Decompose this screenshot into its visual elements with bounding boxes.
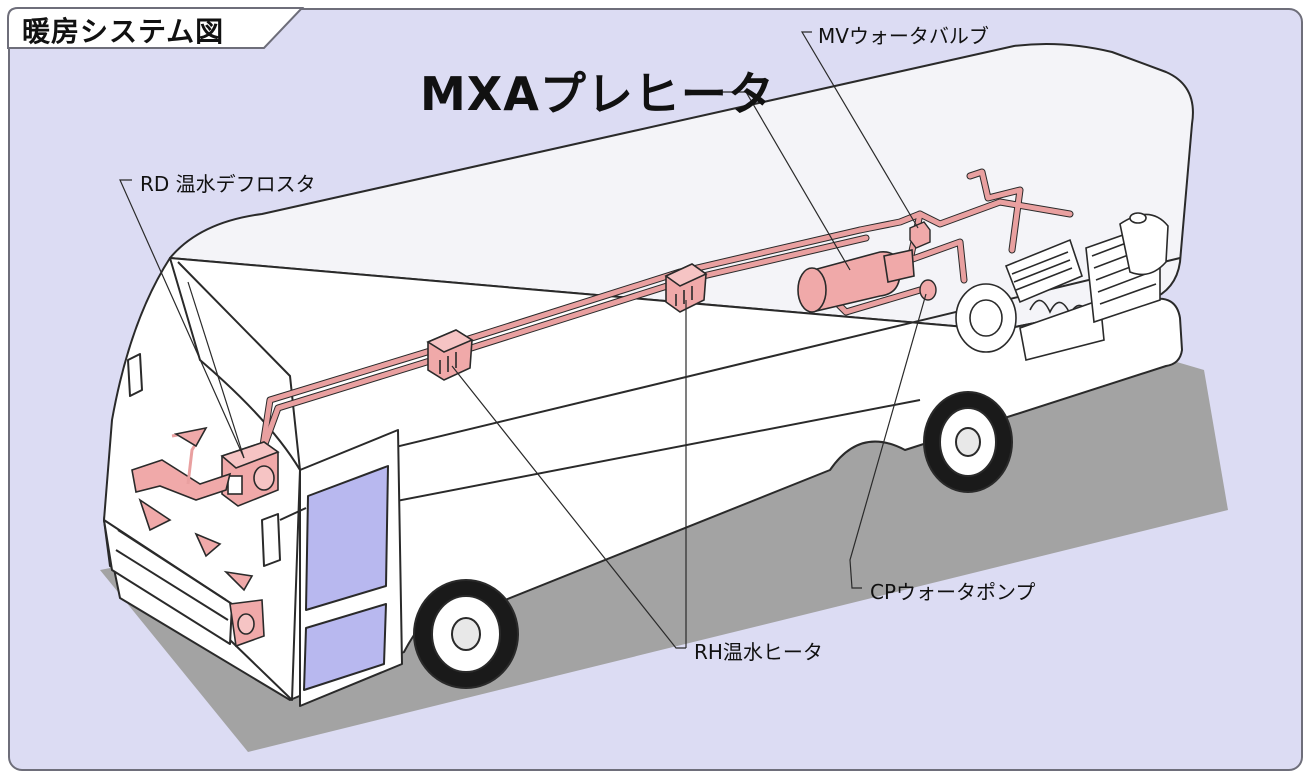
label-mxa-preheater: MXAプレヒータ <box>420 67 775 121</box>
door-window-lower <box>303 603 387 691</box>
mv-valve <box>909 221 931 249</box>
cp-pump <box>919 279 937 301</box>
mxa-preheater <box>797 249 915 313</box>
door-window-upper <box>305 465 389 611</box>
rh-heater-1 <box>426 329 474 381</box>
engine <box>955 212 1169 361</box>
rd-defroster <box>131 426 280 648</box>
title-tab <box>6 6 305 49</box>
label-mv-water-valve: MVウォータバルブ <box>818 24 989 48</box>
diagram-title: 暖房システム図 <box>22 15 225 48</box>
leader-lines <box>119 31 927 649</box>
label-cp-water-pump: CPウォータポンプ <box>870 580 1036 604</box>
front-wheel <box>413 579 519 689</box>
rear-wheel <box>923 391 1013 493</box>
label-rd-defroster: RD 温水デフロスタ <box>140 172 316 196</box>
label-rh-heater: RH温水ヒータ <box>694 640 823 664</box>
rh-heater-2 <box>664 263 708 313</box>
